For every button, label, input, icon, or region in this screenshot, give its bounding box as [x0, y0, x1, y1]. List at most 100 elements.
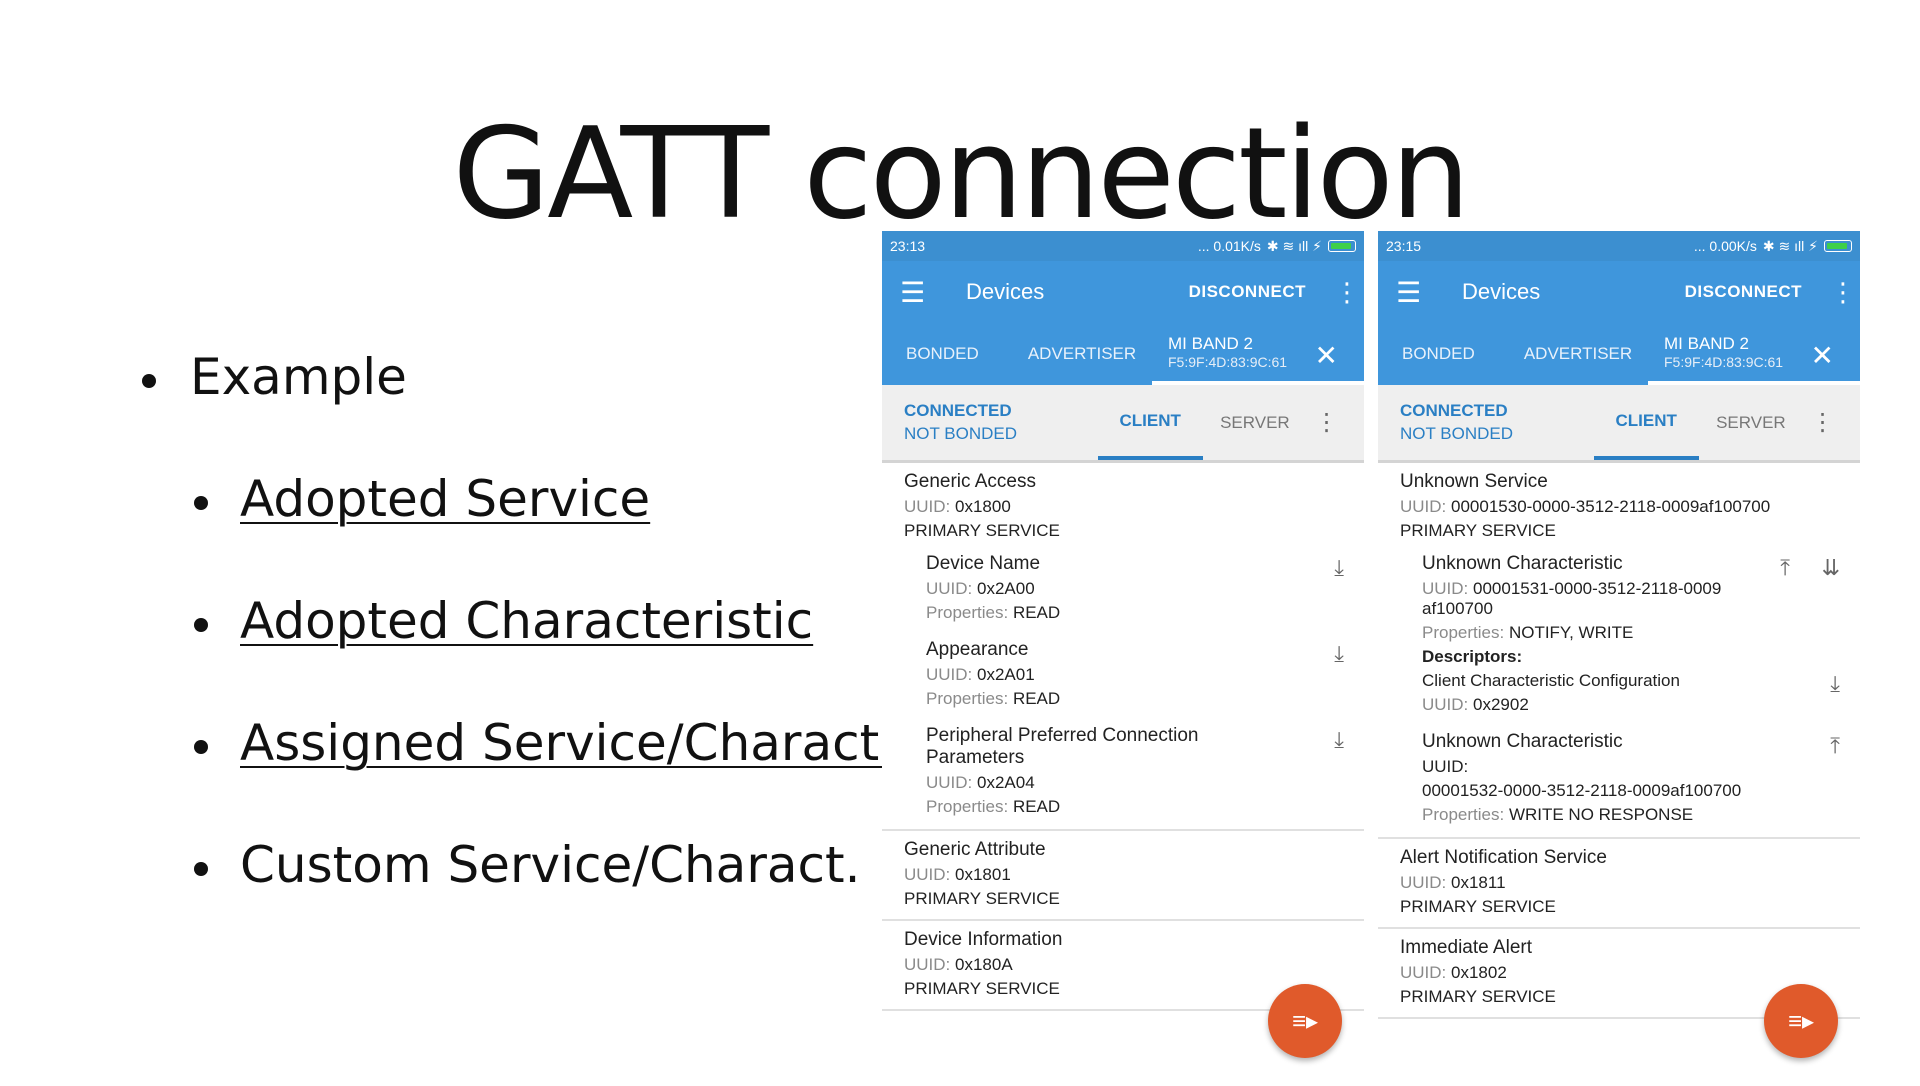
bullet-assigned[interactable]: Assigned Service/Charact. — [194, 714, 896, 772]
more-vert-icon[interactable]: ⋮ — [1314, 409, 1339, 436]
tab-advertiser[interactable]: ADVERTISER — [1027, 344, 1137, 363]
service-item[interactable]: Immediate Alert UUID: 0x1802 PRIMARY SER… — [1378, 929, 1860, 1019]
tab-device[interactable]: MI BAND 2 F5:9F:4D:83:9C:61 ✕ — [1152, 323, 1364, 385]
close-icon[interactable]: ✕ — [1810, 340, 1834, 371]
more-vert-icon[interactable]: ⋮ — [1810, 409, 1835, 436]
connected-status: CONNECTED — [904, 401, 1012, 420]
service-name: Alert Notification Service — [1400, 847, 1607, 868]
service-uuid: 0x1811 — [1451, 873, 1506, 892]
signal-icon: ✱ ≋ ıll ⚡ — [1762, 237, 1818, 254]
uuid-label: UUID: — [1400, 873, 1447, 892]
adopted-characteristic-link[interactable]: Adopted Characteristic — [240, 592, 814, 650]
service-type: PRIMARY SERVICE — [1400, 521, 1556, 540]
characteristic-item[interactable]: Unknown Characteristic ⤒ UUID: 00001532-… — [1378, 721, 1860, 839]
bond-status: NOT BONDED — [1400, 424, 1514, 443]
read-download-icon[interactable]: ⤓ — [1334, 727, 1344, 752]
uuid-label: UUID: — [904, 497, 951, 516]
tab-client[interactable]: CLIENT — [1593, 385, 1699, 460]
adopted-service-link[interactable]: Adopted Service — [240, 470, 651, 528]
service-item[interactable]: Device Information UUID: 0x180A PRIMARY … — [882, 921, 1364, 1011]
characteristic-uuid: 0x2A01 — [977, 665, 1035, 684]
more-vert-icon[interactable]: ⋮ — [1334, 276, 1360, 307]
more-vert-icon[interactable]: ⋮ — [1830, 276, 1856, 307]
service-item[interactable]: Alert Notification Service UUID: 0x1811 … — [1378, 839, 1860, 929]
service-uuid: 00001530-0000-3512-2118-0009af100700 — [1451, 497, 1771, 516]
uuid-label: UUID: — [1422, 695, 1469, 714]
close-icon[interactable]: ✕ — [1314, 340, 1338, 371]
service-uuid: 0x1801 — [955, 865, 1011, 884]
log-list-icon: ≡▸ — [1787, 1007, 1815, 1035]
tab-bonded[interactable]: BONDED — [1402, 344, 1475, 363]
service-name: Immediate Alert — [1400, 937, 1532, 958]
bullet-adopted-characteristic[interactable]: Adopted Characteristic — [194, 592, 814, 650]
write-upload-icon[interactable]: ⤒ — [1830, 733, 1840, 758]
connection-bar: CONNECTED NOT BONDED CLIENT SERVER ⋮ — [882, 385, 1364, 463]
status-net: ... 0.01K/s — [1197, 238, 1261, 254]
service-item[interactable]: Generic Attribute UUID: 0x1801 PRIMARY S… — [882, 831, 1364, 921]
read-download-icon[interactable]: ⤓ — [1830, 671, 1840, 696]
disconnect-button[interactable]: DISCONNECT — [1684, 282, 1802, 301]
properties-label: Properties: — [926, 603, 1009, 622]
service-name: Generic Attribute — [904, 839, 1046, 860]
hamburger-menu-icon[interactable]: ☰ — [1396, 276, 1422, 308]
tab-advertiser[interactable]: ADVERTISER — [1523, 344, 1633, 363]
write-upload-icon[interactable]: ⤒ — [1780, 555, 1790, 580]
descriptors-label: Descriptors: — [1422, 647, 1523, 666]
characteristic-item[interactable]: Peripheral Preferred Connection Paramete… — [882, 715, 1364, 831]
characteristic-name: Unknown Characteristic — [1422, 553, 1623, 574]
app-title: Devices — [1462, 279, 1541, 304]
characteristic-item[interactable]: Device Name ⤓ UUID: 0x2A00 Properties: R… — [882, 543, 1364, 629]
read-download-icon[interactable]: ⤓ — [1334, 641, 1344, 666]
service-item[interactable]: Generic Access UUID: 0x1800 PRIMARY SERV… — [882, 463, 1364, 543]
characteristic-item[interactable]: Unknown Characteristic ⤒ ⇊ UUID: 0000153… — [1378, 543, 1860, 721]
tab-server[interactable]: SERVER — [1220, 412, 1290, 432]
status-time: 23:15 — [1386, 238, 1422, 254]
service-type: PRIMARY SERVICE — [904, 979, 1060, 998]
phone-screenshot-2: 23:15 ... 0.00K/s ✱ ≋ ıll ⚡ ☰ Devices DIS… — [1378, 231, 1860, 1086]
uuid-label: UUID: — [1422, 757, 1469, 776]
tab-bar: BONDED ADVERTISER MI BAND 2 F5:9F:4D:83:… — [1378, 323, 1860, 385]
uuid-label: UUID: — [904, 865, 951, 884]
hamburger-menu-icon[interactable]: ☰ — [900, 276, 926, 308]
device-name: MI BAND 2 — [1664, 334, 1750, 353]
characteristic-properties: NOTIFY, WRITE — [1508, 623, 1634, 642]
characteristic-item[interactable]: Appearance ⤓ UUID: 0x2A01 Properties: RE… — [882, 629, 1364, 715]
app-title: Devices — [966, 279, 1045, 304]
log-fab-button[interactable]: ≡▸ — [1268, 984, 1342, 1058]
characteristic-properties: READ — [1012, 797, 1061, 816]
bullet-adopted-service[interactable]: Adopted Service — [194, 470, 651, 528]
status-net: ... 0.00K/s — [1693, 238, 1757, 254]
tab-client[interactable]: CLIENT — [1097, 385, 1203, 460]
bullet-custom: Custom Service/Charact. — [194, 836, 861, 894]
tab-server[interactable]: SERVER — [1716, 412, 1786, 432]
bond-status: NOT BONDED — [904, 424, 1018, 443]
service-name: Unknown Service — [1400, 471, 1548, 492]
disconnect-button[interactable]: DISCONNECT — [1188, 282, 1306, 301]
bullet-dot — [194, 740, 208, 754]
bullet-example: Example — [142, 348, 407, 406]
service-uuid: 0x1802 — [1451, 963, 1507, 982]
characteristic-properties: WRITE NO RESPONSE — [1508, 805, 1694, 824]
bullet-text: Example — [190, 348, 407, 406]
tab-bonded[interactable]: BONDED — [906, 344, 979, 363]
descriptor-uuid: 0x2902 — [1473, 695, 1529, 714]
service-name: Device Information — [904, 929, 1063, 950]
device-name: MI BAND 2 — [1168, 334, 1254, 353]
phone-screenshot-1: 23:13 ... 0.01K/s✱ ≋ ıll ⚡ ☰ Devices DIS… — [882, 231, 1364, 1086]
uuid-label: UUID: — [926, 579, 973, 598]
characteristic-uuid: 00001532-0000-3512-2118-0009af100700 — [1422, 781, 1742, 800]
status-time: 23:13 — [890, 238, 926, 254]
bullet-dot — [194, 862, 208, 876]
log-fab-button[interactable]: ≡▸ — [1764, 984, 1838, 1058]
bullet-dot — [142, 374, 156, 388]
service-item[interactable]: Unknown Service UUID: 00001530-0000-3512… — [1378, 463, 1860, 543]
slide-title: GATT connection — [452, 100, 1470, 247]
uuid-label: UUID: — [1422, 579, 1469, 598]
bullet-text: Custom Service/Charact. — [240, 836, 861, 894]
notify-arrows-icon[interactable]: ⇊ — [1821, 555, 1840, 580]
read-download-icon[interactable]: ⤓ — [1334, 555, 1344, 580]
assigned-link[interactable]: Assigned Service/Charact. — [240, 714, 896, 772]
characteristic-name: Device Name — [926, 553, 1041, 574]
properties-label: Properties: — [1422, 805, 1505, 824]
tab-device[interactable]: MI BAND 2 F5:9F:4D:83:9C:61 ✕ — [1648, 323, 1860, 385]
